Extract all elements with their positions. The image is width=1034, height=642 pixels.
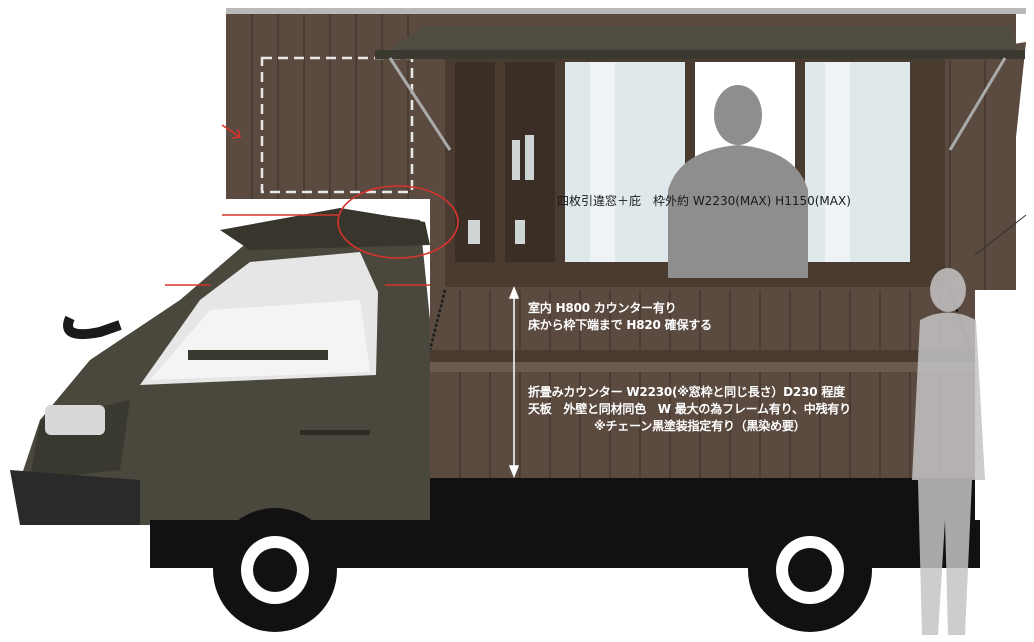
chassis bbox=[150, 478, 980, 632]
glass-highlight-2 bbox=[825, 62, 850, 262]
awning bbox=[375, 26, 1025, 151]
folding-counter bbox=[420, 289, 975, 372]
front-wheel-hub bbox=[253, 548, 297, 592]
woman-silhouette bbox=[912, 268, 985, 635]
person-silhouette bbox=[668, 85, 808, 278]
front-bumper bbox=[10, 470, 140, 525]
rear-wall bbox=[975, 42, 1026, 290]
folding-counter-label-1: 折畳みカウンター W2230(※窓枠と同じ長さ）D230 程度 bbox=[528, 385, 845, 399]
shelf-area bbox=[455, 62, 495, 282]
counter-height-label-1: 室内 H800 カウンター有り bbox=[528, 301, 677, 315]
awning-edge bbox=[375, 50, 1025, 59]
red-arrow-1 bbox=[221, 124, 241, 138]
roof-edge bbox=[226, 8, 1026, 14]
window-assembly bbox=[445, 55, 945, 287]
counter-chain-left bbox=[428, 289, 447, 351]
height-dimension-arrow bbox=[508, 285, 520, 479]
lower-wall bbox=[430, 290, 975, 525]
awning-canopy bbox=[395, 26, 1020, 55]
window-spec-label: 四枚引違窓＋庇 枠外約 W2230(MAX) H1150(MAX) bbox=[557, 194, 851, 208]
glass-highlight bbox=[590, 62, 615, 262]
pointer-line-right bbox=[974, 214, 1027, 256]
counter-edge bbox=[420, 350, 975, 362]
counter-height-label-2: 床から枠下端まで H820 確保する bbox=[528, 318, 712, 332]
window-pane-3 bbox=[805, 62, 910, 262]
awning-strut-right bbox=[948, 57, 1007, 151]
counter-top bbox=[420, 362, 975, 372]
rear-wheel-hub bbox=[788, 548, 832, 592]
red-circle-marker bbox=[337, 185, 459, 259]
red-arrow-1-head bbox=[231, 128, 241, 139]
window-pane-2 bbox=[565, 62, 685, 262]
side-mirror bbox=[63, 315, 122, 340]
headlight bbox=[45, 405, 105, 435]
red-markers bbox=[165, 124, 459, 286]
folding-counter-label-3: ※チェーン黒塗装指定有り（黒染め要） bbox=[594, 419, 806, 433]
truck-cab bbox=[10, 208, 430, 525]
cab-roof bbox=[220, 208, 430, 250]
door-handle bbox=[300, 430, 370, 435]
awning-strut-left bbox=[388, 57, 452, 151]
steering-column bbox=[188, 350, 328, 360]
frame-rail bbox=[430, 478, 975, 525]
bottles bbox=[468, 135, 534, 244]
hatch-outline bbox=[260, 56, 414, 194]
folding-counter-label-2: 天板 外壁と同材同色 W 最大の為フレーム有り、中残有り bbox=[528, 402, 851, 416]
